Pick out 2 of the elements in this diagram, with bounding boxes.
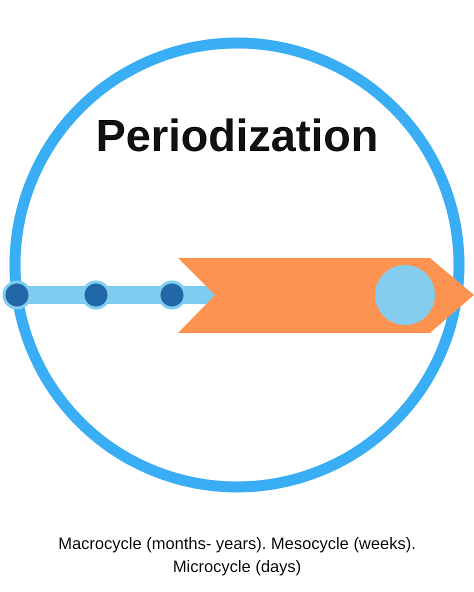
- caption: Macrocycle (months- years). Mesocycle (weeks). Microcycle (days): [57, 534, 417, 578]
- title: Periodization: [96, 110, 378, 162]
